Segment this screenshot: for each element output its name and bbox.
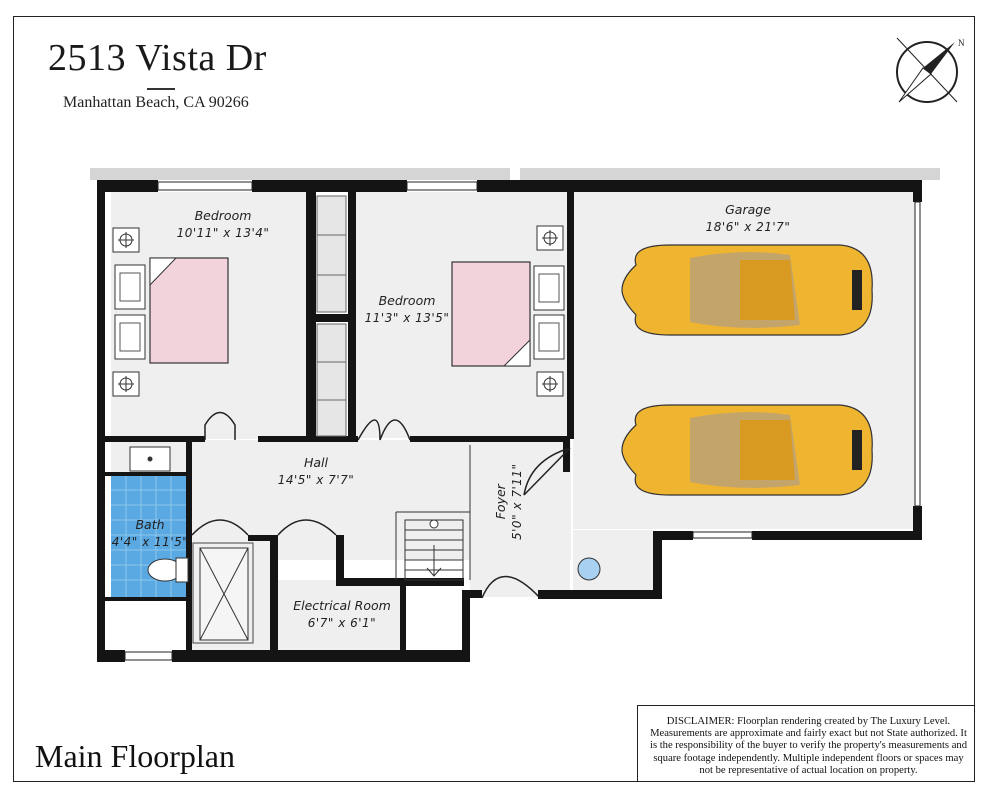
room-name: Electrical Room [293, 598, 391, 613]
room-name: Bedroom [378, 293, 436, 308]
bedroom1-bed [114, 257, 229, 364]
room-name: Bath [135, 517, 165, 532]
room-dims: 5'0" x 7'11" [510, 463, 524, 540]
compass-north-label: N [958, 38, 965, 48]
room-garage: Garage 18'6" x 21'7" [706, 202, 791, 234]
room-bedroom-2: Bedroom 11'3" x 13'5" [365, 293, 450, 325]
room-name: Hall [303, 455, 329, 470]
property-address: 2513 Vista Dr [48, 37, 267, 79]
car-top [621, 244, 873, 336]
bedroom2-bed [451, 261, 565, 367]
bedroom2-nightstands [536, 225, 564, 397]
room-electrical: Electrical Room 6'7" x 6'1" [293, 598, 391, 630]
room-name: Bedroom [194, 208, 252, 223]
walls [97, 180, 922, 662]
closets [316, 195, 347, 437]
water-heater-icon [577, 557, 601, 581]
room-bedroom-1: Bedroom 10'11" x 13'4" [177, 208, 270, 240]
bath-fixtures [129, 446, 254, 644]
room-foyer: Foyer 5'0" x 7'11" [490, 463, 524, 540]
room-dims: 18'6" x 21'7" [705, 220, 791, 234]
room-dims: 4'4" x 11'5" [111, 535, 189, 549]
room-bath: Bath 4'4" x 11'5" [112, 517, 189, 549]
property-city-state: Manhattan Beach, CA 90266 [63, 94, 249, 111]
windows [124, 181, 921, 661]
room-name: Garage [725, 202, 771, 217]
compass-icon: N [896, 37, 965, 103]
bedroom1-nightstands [112, 227, 140, 397]
stairs [395, 445, 471, 581]
room-dims: 14'5" x 7'7" [277, 473, 355, 487]
car-bottom [621, 404, 873, 496]
title-divider [147, 88, 175, 90]
room-dims: 6'7" x 6'1" [307, 616, 377, 630]
room-hall: Hall 14'5" x 7'7" [278, 455, 355, 487]
page-frame [13, 16, 975, 782]
room-dims: 11'3" x 13'5" [364, 311, 450, 325]
floorplan-title: Main Floorplan [35, 738, 235, 774]
disclaimer: DISCLAIMER: Floorplan rendering created … [637, 705, 975, 781]
room-dims: 10'11" x 13'4" [176, 226, 270, 240]
doors [191, 411, 571, 599]
room-name: Foyer [493, 484, 508, 520]
